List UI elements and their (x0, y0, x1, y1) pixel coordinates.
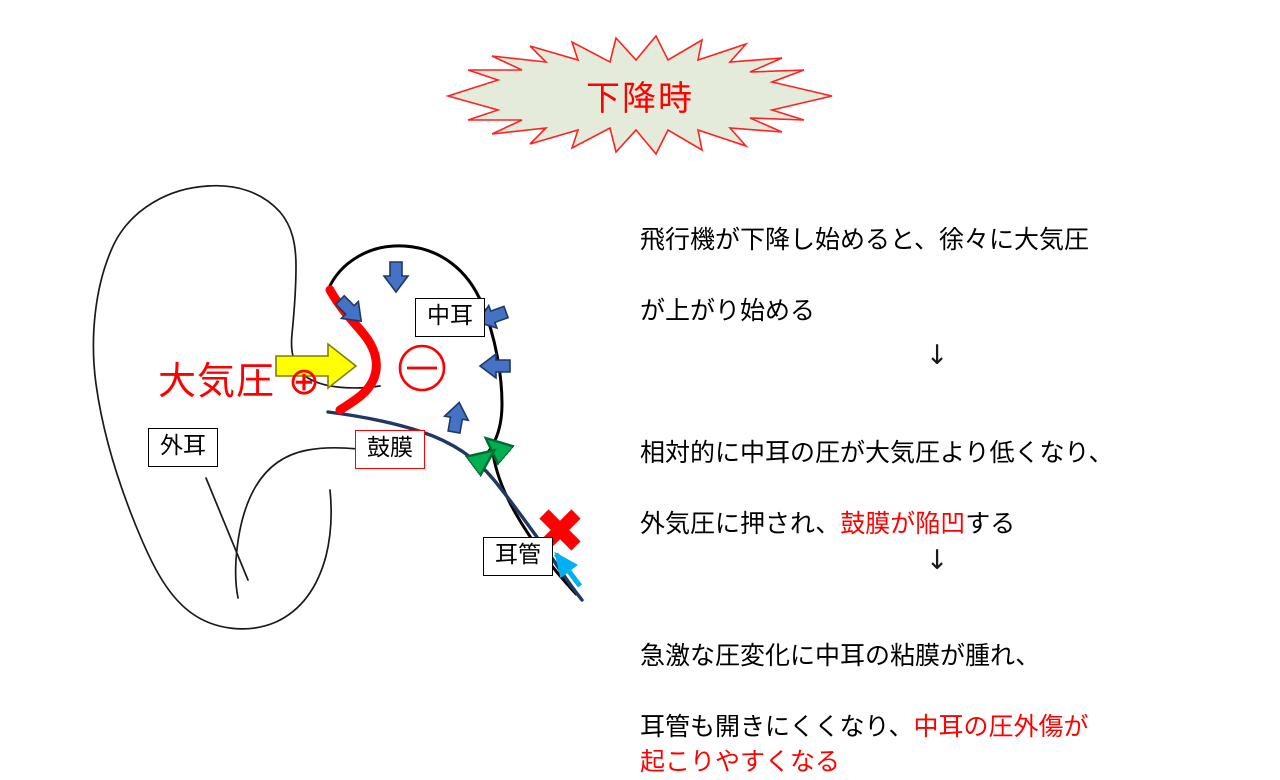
blue-arrow-mid-right (478, 352, 511, 380)
explanation-panel: 飛行機が下降し始めると、徐々に大気圧 が上がり始める ↓ 相対的に中耳の圧が大気… (640, 186, 1270, 780)
flow-arrow-2: ↓ (925, 545, 949, 576)
paragraph-3-highlight-a: 中耳の圧外傷が (913, 711, 1089, 741)
label-outer-ear: 外耳 (148, 428, 218, 467)
ear-canal-floor (234, 447, 381, 599)
explanation-paragraph-2: 相対的に中耳の圧が大気圧より低くなり、 外気圧に押され、鼓膜が陥凹する (640, 399, 1270, 541)
blue-arrow-top (382, 261, 410, 294)
green-arrow-b (476, 452, 492, 464)
starburst-shape (445, 34, 833, 156)
label-middle-ear: 中耳 (415, 298, 485, 337)
atmospheric-pressure-label: 大気圧 ⊕ (158, 359, 321, 403)
blue-arrow-bottom (442, 401, 470, 434)
green-arrow-a (488, 440, 502, 452)
explanation-paragraph-3: 急激な圧変化に中耳の粘膜が腫れ、 耳管も開きにくくなり、中耳の圧外傷が起こりやす… (640, 602, 1270, 780)
yellow-pressure-arrow (275, 342, 358, 390)
tragus-tick (205, 477, 249, 581)
ear-pressure-diagram: 中耳 外耳 鼓膜 耳管 大気圧 ⊕ (40, 170, 640, 640)
paragraph-2-line-1: 相対的に中耳の圧が大気圧より低くなり、 (640, 437, 1114, 467)
pinna-outline-upper-right (207, 184, 381, 389)
flow-arrow-1: ↓ (925, 340, 949, 371)
paragraph-2-line-2-post: する (965, 508, 1016, 538)
pinna-outline (92, 185, 333, 630)
paragraph-3-line-2-pre: 耳管も開きにくくなり、 (640, 711, 914, 741)
paragraph-1-line-1: 飛行機が下降し始めると、徐々に大気圧 (640, 224, 1090, 254)
paragraph-3-highlight-b: 起こりやすくなる (640, 747, 841, 776)
paragraph-3-line-1: 急激な圧変化に中耳の粘膜が腫れ、 (640, 640, 1041, 670)
starburst-polygon (445, 34, 833, 156)
label-eardrum: 鼓膜 (355, 430, 425, 469)
title-starburst: 下降時 (430, 30, 850, 160)
blue-arrow-upper-left (334, 294, 363, 323)
inward-pressure-arrows (334, 261, 511, 434)
tube-airflow-arrow (554, 551, 582, 588)
paragraph-2-line-2-pre: 外気圧に押され、 (640, 508, 841, 538)
mucosa-swelling-arrows (476, 440, 502, 464)
paragraph-1-line-2: が上がり始める (640, 295, 816, 325)
label-eustachian-tube: 耳管 (483, 537, 553, 576)
explanation-paragraph-1: 飛行機が下降し始めると、徐々に大気圧 が上がり始める (640, 186, 1270, 328)
paragraph-2-highlight: 鼓膜が陥凹 (840, 508, 966, 538)
negative-pressure-symbol (398, 344, 446, 392)
